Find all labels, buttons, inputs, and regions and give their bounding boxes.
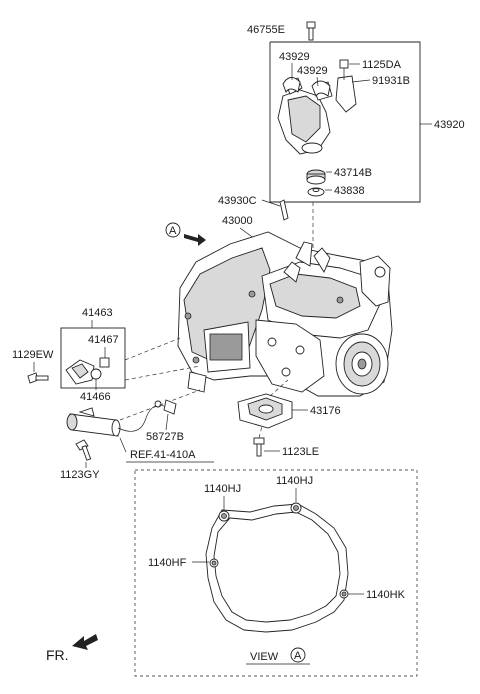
label-43838: 43838: [334, 185, 365, 197]
mount-bracket-43176: [237, 393, 293, 429]
clutch-housing-gasket: [205, 503, 349, 633]
view-arrow-A: [165, 222, 206, 246]
leader-43929-b: [316, 76, 319, 87]
leader-43930C: [261, 199, 281, 207]
dash-41463-housing-b: [124, 365, 201, 381]
dash-41463-housing-a: [124, 337, 181, 361]
bolt-1123GY: [75, 439, 92, 461]
label-front: FR.: [46, 647, 69, 663]
washer-43838: [307, 187, 325, 197]
label-46755E: 46755E: [247, 24, 285, 36]
label-1129EW: 1129EW: [12, 349, 54, 361]
pivot-41466: [90, 357, 110, 380]
label-43176: 43176: [310, 405, 341, 417]
front-arrow-icon: [72, 634, 98, 650]
transmission-housing-43000: [177, 231, 393, 397]
label-1140HF: 1140HF: [148, 557, 187, 569]
label-1123LE: 1123LE: [282, 446, 319, 458]
ref-arrow: [119, 437, 214, 463]
bolt-1123LE: [253, 437, 265, 457]
label-1125DA: 1125DA: [362, 59, 402, 71]
label-41467: 41467: [88, 334, 119, 346]
view-circle: [290, 647, 306, 663]
label-1140HJ-b: 1140HJ: [276, 475, 313, 487]
slave-cylinder: [66, 400, 165, 437]
clip-58727B: [163, 399, 177, 415]
dash-1123LE-bracket: [258, 425, 263, 439]
label-41466: 41466: [80, 391, 111, 403]
label-view-circle-letter: A: [294, 650, 302, 662]
box-41463: [60, 327, 126, 389]
release-fork-41467: [65, 359, 95, 385]
label-ref-41-410A: REF.41-410A: [130, 449, 196, 461]
label-1140HK: 1140HK: [366, 589, 406, 601]
bolt-1129EW: [27, 372, 49, 384]
dash-cylinder-housing: [119, 389, 201, 421]
leader-91931B: [351, 79, 371, 83]
leader-58727B: [165, 413, 169, 431]
label-91931B: 91931B: [372, 75, 410, 87]
pin-43930C: [279, 199, 289, 221]
box-43920: [269, 41, 432, 203]
label-43920: 43920: [434, 119, 465, 131]
dowel-1140HF: [209, 558, 219, 568]
label-43929-a: 43929: [279, 51, 310, 63]
bolt-46755E: [306, 21, 316, 41]
clip-43929-left: [282, 77, 301, 93]
label-43930C: 43930C: [218, 195, 257, 207]
label-58727B: 58727B: [146, 431, 184, 443]
dowel-1140HJ-right: [290, 502, 302, 514]
dowel-1140HK: [339, 589, 349, 599]
bushing-43714B: [306, 169, 326, 185]
label-1123GY: 1123GY: [60, 469, 100, 481]
label-43714B: 43714B: [334, 167, 372, 179]
label-1140HJ-a: 1140HJ: [204, 483, 241, 495]
view-A-box: [134, 469, 418, 677]
view-arrow-letter: A: [169, 225, 177, 237]
label-43929-b: 43929: [297, 65, 328, 77]
label-43000: 43000: [222, 215, 253, 227]
label-41463: 41463: [82, 307, 113, 319]
dowel-1140HJ-left: [218, 510, 230, 522]
label-view: VIEW: [250, 651, 279, 663]
